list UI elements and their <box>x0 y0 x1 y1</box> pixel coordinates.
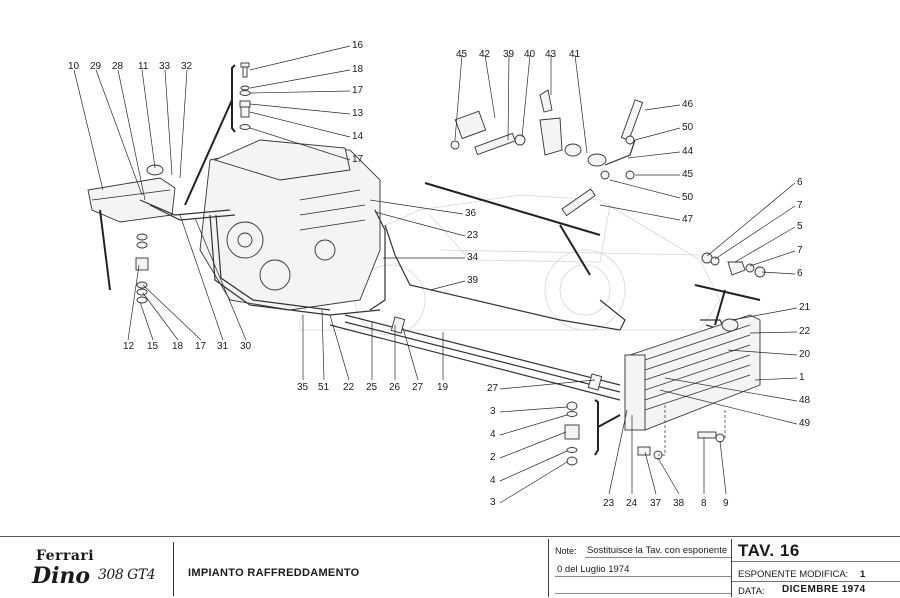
callout-14: 14 <box>352 131 364 142</box>
callout-40: 40 <box>524 49 536 60</box>
divider <box>173 542 174 596</box>
callout-17: 17 <box>195 341 207 352</box>
callout-2: 2 <box>490 452 496 463</box>
callout-29: 29 <box>90 61 102 72</box>
brand-name: Ferrari <box>36 548 95 564</box>
callout-46: 46 <box>682 99 694 110</box>
note-rule <box>555 593 732 594</box>
callout-35: 35 <box>297 382 309 393</box>
callout-39: 39 <box>467 275 479 286</box>
note-rule <box>555 576 732 577</box>
callout-51: 51 <box>318 382 330 393</box>
callout-36: 36 <box>465 208 477 219</box>
radiator <box>624 314 761 431</box>
callout-18: 18 <box>172 341 184 352</box>
callout-12: 12 <box>123 341 135 352</box>
info-rule <box>732 581 900 582</box>
callout-34: 34 <box>467 252 479 263</box>
callout-45: 45 <box>456 49 468 60</box>
callout-42: 42 <box>479 49 491 60</box>
callout-25: 25 <box>366 382 378 393</box>
title-block: Ferrari Dino 308 GT4 IMPIANTO RAFFREDDAM… <box>0 536 900 598</box>
diagram-drawing <box>73 45 798 504</box>
grouping-brackets <box>99 64 761 456</box>
callout-41: 41 <box>569 49 581 60</box>
note-line-1: Sostituisce la Tav. con esponente <box>587 545 728 556</box>
callout-47: 47 <box>682 214 694 225</box>
page-title: IMPIANTO RAFFREDDAMENTO <box>188 567 360 579</box>
valve-assembly <box>450 89 644 217</box>
callout-3: 3 <box>490 497 496 508</box>
callout-48: 48 <box>799 395 811 406</box>
callout-4: 4 <box>490 429 496 440</box>
callout-22: 22 <box>799 326 811 337</box>
engine-block <box>199 139 381 311</box>
note-rule <box>585 557 732 558</box>
date-value: DICEMBRE 1974 <box>782 584 866 595</box>
callout-19: 19 <box>437 382 449 393</box>
callout-22: 22 <box>343 382 355 393</box>
callout-15: 15 <box>147 341 159 352</box>
expansion-tank <box>87 164 176 223</box>
callout-17: 17 <box>352 85 364 96</box>
callout-16: 16 <box>352 40 364 51</box>
callout-31: 31 <box>217 341 229 352</box>
leader-lines <box>73 45 798 504</box>
callout-6: 6 <box>797 177 803 188</box>
callout-50: 50 <box>682 192 694 203</box>
parts-diagram: 16 18 17 13 14 17 10 29 28 11 33 32 45 4… <box>68 40 811 509</box>
callout-17: 17 <box>352 154 364 165</box>
callout-30: 30 <box>240 341 252 352</box>
callout-23: 23 <box>603 498 615 509</box>
callout-3: 3 <box>490 406 496 417</box>
note-label: Note: <box>555 546 577 556</box>
brand-logo: Ferrari Dino 308 GT4 <box>14 543 174 593</box>
car-silhouette <box>299 194 721 336</box>
note-line-2: 0 del Luglio 1974 <box>557 564 630 575</box>
sheet-info: TAV. 16 ESPONENTE MODIFICA: 1 DATA: DICE… <box>731 539 900 597</box>
callout-27: 27 <box>412 382 424 393</box>
callout-24: 24 <box>626 498 638 509</box>
notes-box: Note: Sostituisce la Tav. con esponente … <box>548 539 732 597</box>
callout-33: 33 <box>159 61 171 72</box>
model-suffix: 308 GT4 <box>98 567 156 583</box>
callout-26: 26 <box>389 382 401 393</box>
callout-27: 27 <box>487 383 499 394</box>
callout-20: 20 <box>799 349 811 360</box>
callout-11: 11 <box>138 61 149 72</box>
callout-4: 4 <box>490 475 496 486</box>
date-label: DATA: <box>738 586 765 597</box>
callout-1: 1 <box>799 372 805 383</box>
callout-43: 43 <box>545 49 557 60</box>
callout-37: 37 <box>650 498 662 509</box>
callout-50: 50 <box>682 122 694 133</box>
callout-23: 23 <box>467 230 479 241</box>
callout-28: 28 <box>112 61 124 72</box>
callout-44: 44 <box>682 146 694 157</box>
callout-7: 7 <box>797 245 803 256</box>
callout-7: 7 <box>797 200 803 211</box>
revision-value: 1 <box>860 569 866 580</box>
callout-8: 8 <box>701 498 707 509</box>
callout-10: 10 <box>68 61 80 72</box>
info-rule <box>732 561 900 562</box>
callout-6: 6 <box>797 268 803 279</box>
callout-5: 5 <box>797 221 803 232</box>
callout-49: 49 <box>799 418 811 429</box>
callout-38: 38 <box>673 498 685 509</box>
callout-21: 21 <box>799 302 811 313</box>
model-script: Dino <box>32 563 91 589</box>
callout-39: 39 <box>503 49 515 60</box>
callout-32: 32 <box>181 61 193 72</box>
callout-18: 18 <box>352 64 364 75</box>
callout-9: 9 <box>723 498 729 509</box>
callout-13: 13 <box>352 108 364 119</box>
revision-label: ESPONENTE MODIFICA: <box>738 569 849 580</box>
table-number: TAV. 16 <box>738 541 800 560</box>
callout-45: 45 <box>682 169 694 180</box>
